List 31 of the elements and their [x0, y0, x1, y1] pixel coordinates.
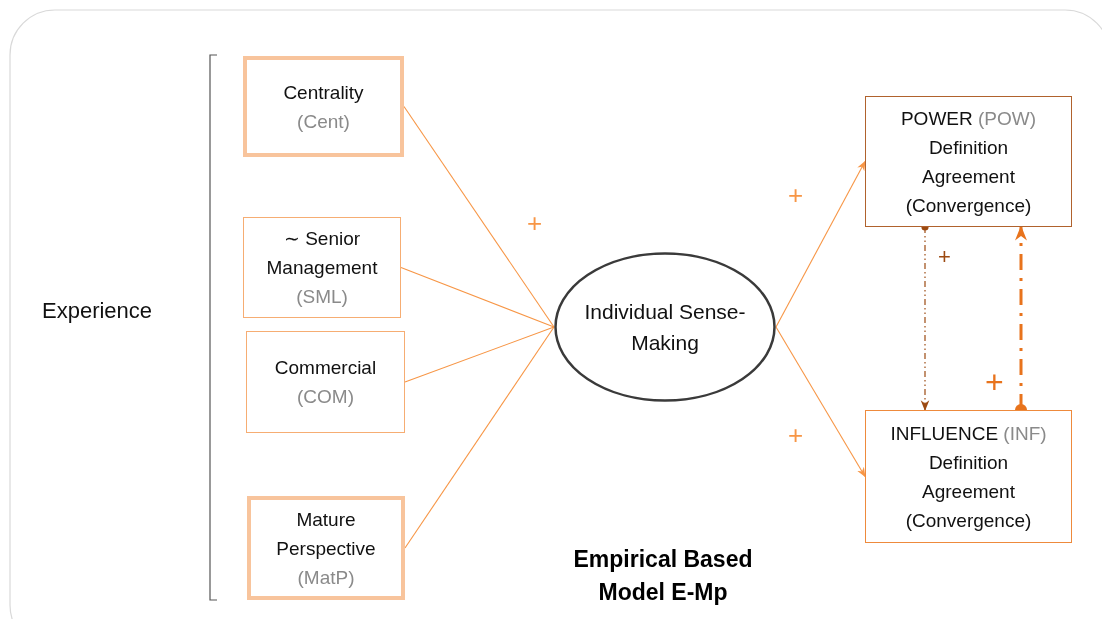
abbreviation: (COM)	[296, 385, 355, 409]
abbreviation: (INF)	[1003, 422, 1047, 444]
node-label: ∼ Senior Management	[265, 227, 379, 280]
concept-box	[243, 217, 401, 318]
node-label: Commercial	[273, 356, 378, 380]
node-title: POWER	[900, 107, 973, 129]
node-title: INFLUENCE	[890, 422, 999, 444]
edge-label: +	[938, 246, 951, 268]
abbreviation: (POW)	[978, 107, 1037, 129]
arrow	[775, 326, 866, 478]
node-label: Mature Perspective	[275, 507, 377, 561]
ellipse-node	[554, 252, 776, 402]
node-label: Centrality	[282, 80, 365, 105]
concept-box	[247, 496, 405, 600]
concept-box	[865, 410, 1072, 543]
concept-box	[246, 331, 405, 433]
node-label: Definition Agreement (Convergence)	[904, 450, 1033, 533]
edge-label: +	[788, 182, 804, 208]
abbreviation: (Cent)	[296, 109, 351, 134]
sign-label: +	[527, 208, 543, 239]
title: Empirical Based Model E-Mp	[572, 545, 754, 607]
concept-box	[865, 96, 1072, 227]
abbreviation: (MatP)	[296, 565, 356, 590]
abbreviation: (SML)	[295, 285, 349, 309]
arrow	[775, 160, 866, 328]
group-label: Experience	[42, 298, 153, 324]
node-label: Individual Sense-Making	[583, 299, 747, 356]
node-label: Definition Agreement (Convergence)	[904, 135, 1033, 218]
edge-label: +	[985, 366, 1004, 398]
edge-label: +	[788, 422, 804, 448]
concept-box	[243, 56, 404, 157]
